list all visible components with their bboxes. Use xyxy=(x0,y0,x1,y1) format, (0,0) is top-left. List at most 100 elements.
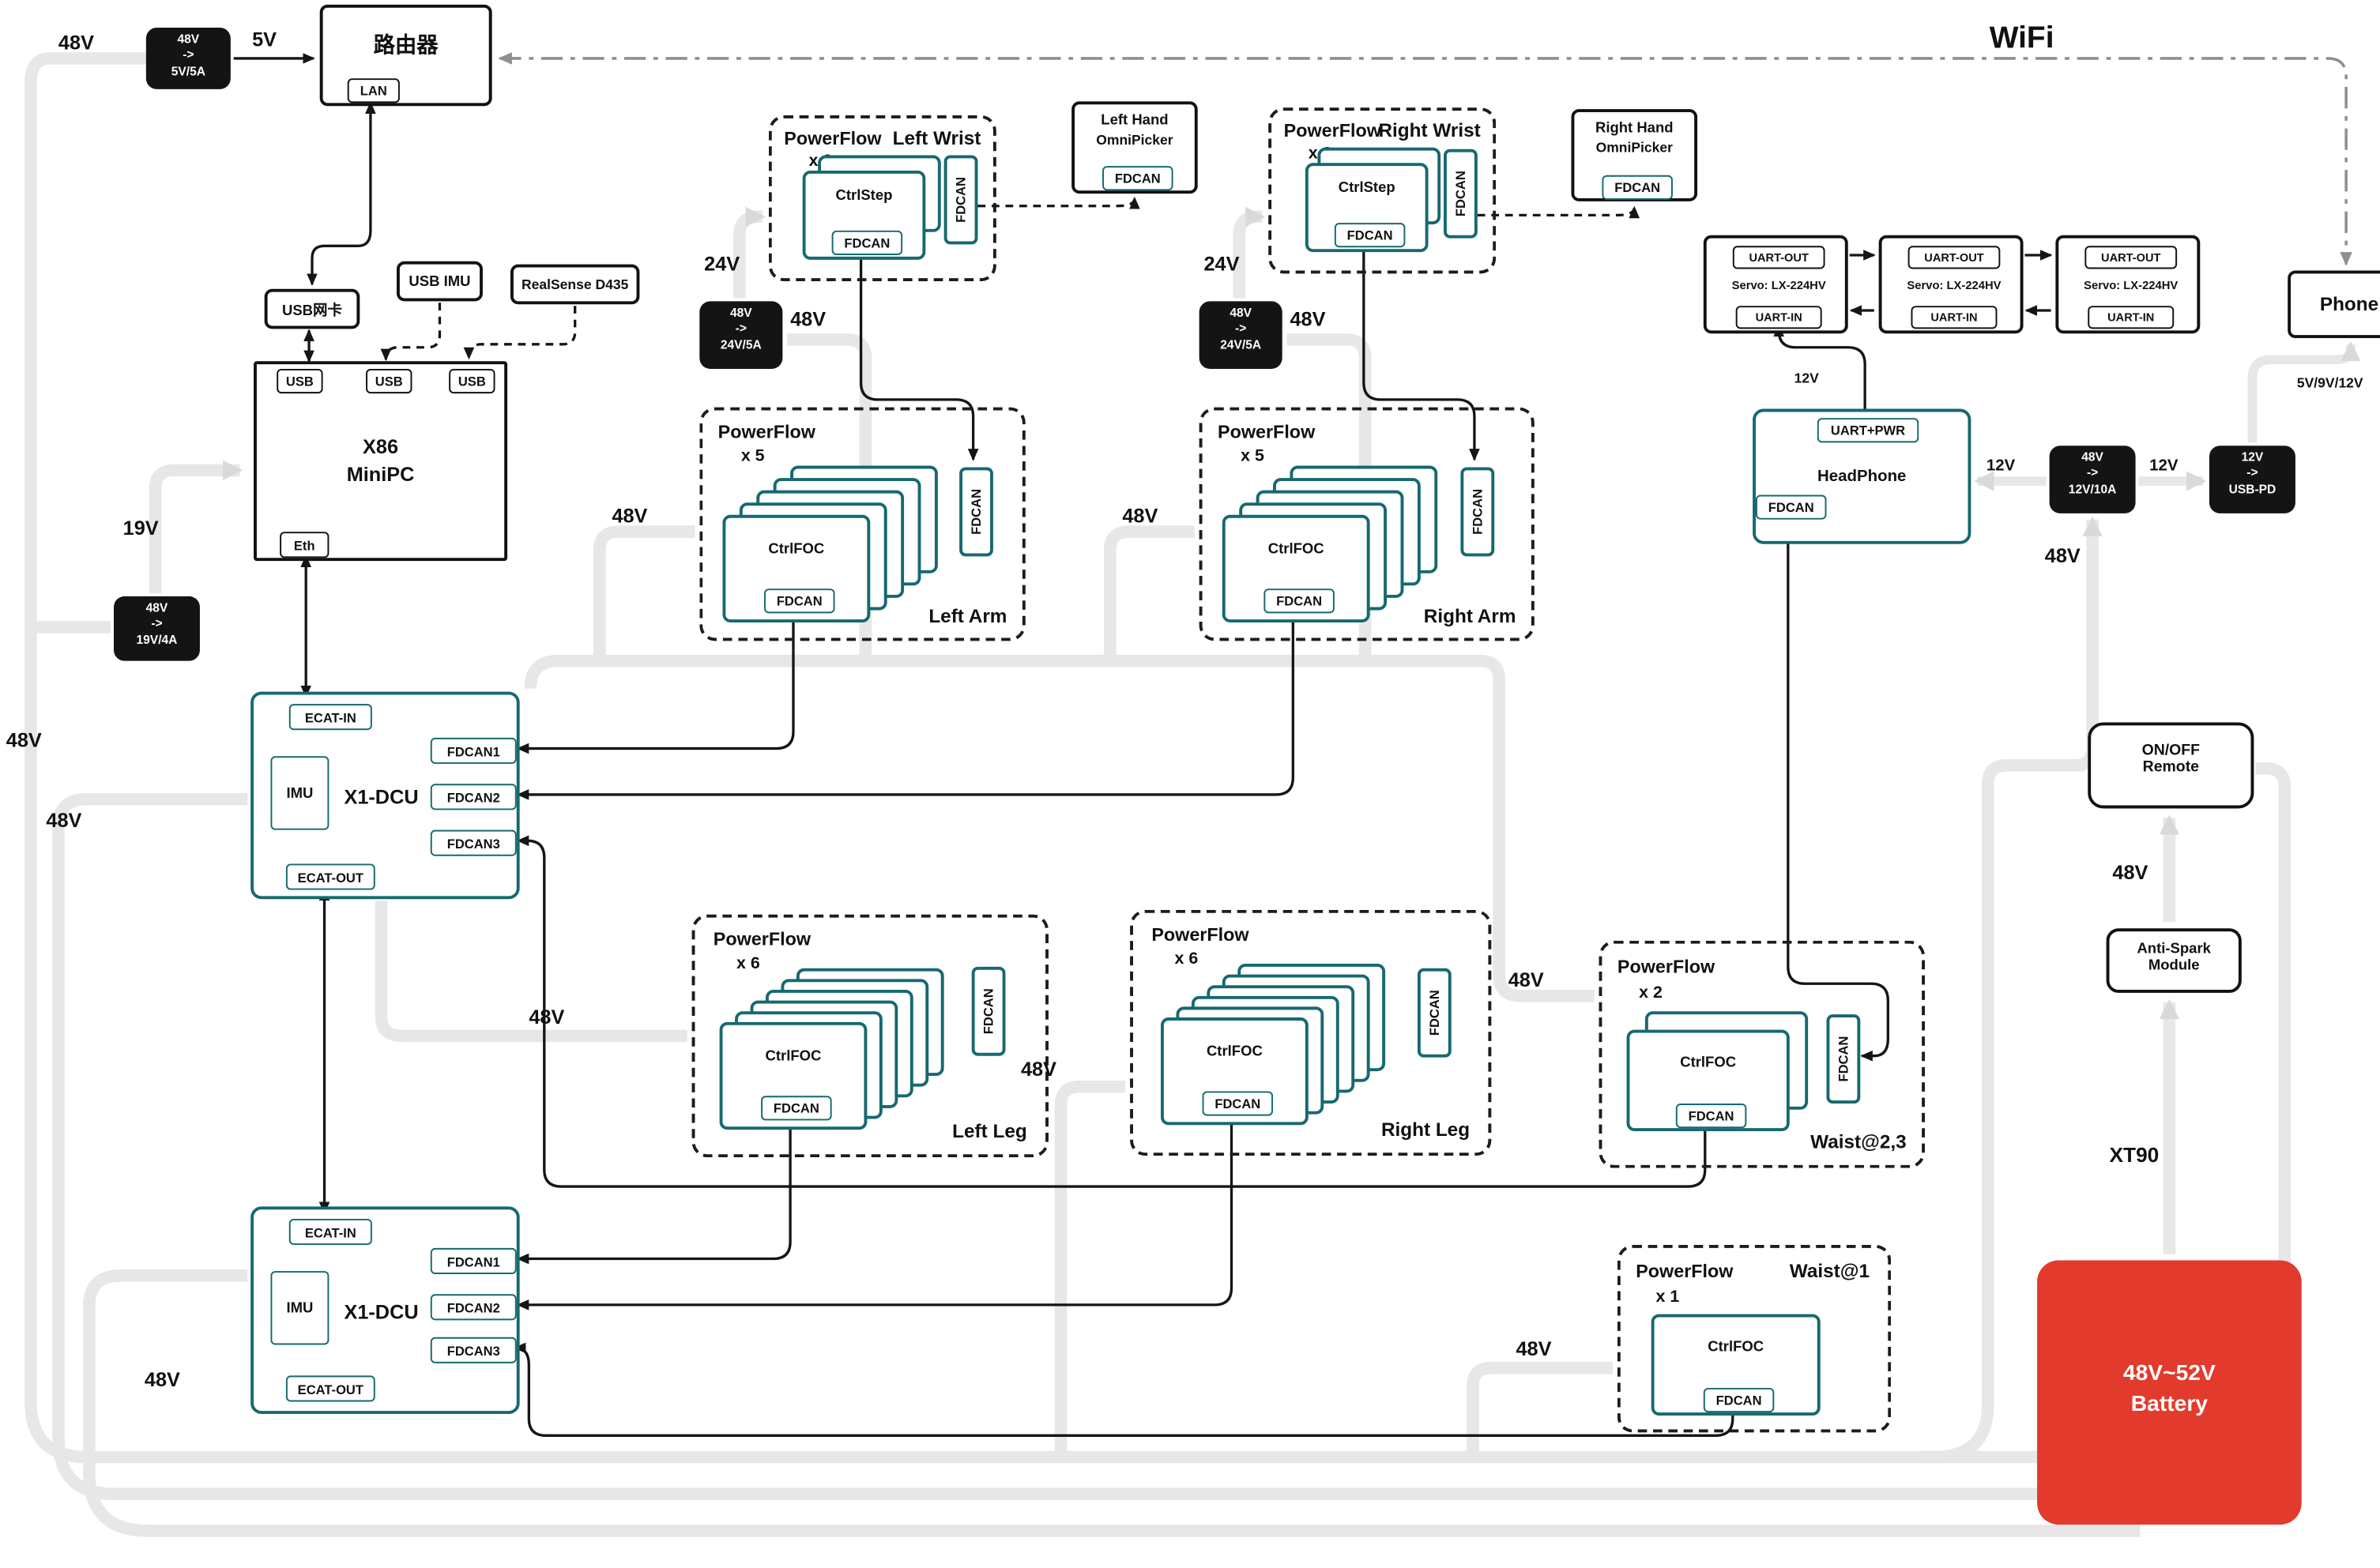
servo-label: Servo: LX-224HV xyxy=(1731,278,1826,292)
fdcan-port: FDCAN xyxy=(1102,166,1173,191)
fdcan-line xyxy=(513,1342,1734,1437)
voltage-label: 48V xyxy=(612,504,648,528)
fdcan-line xyxy=(516,1111,1233,1310)
fdcan-port: FDCAN xyxy=(764,588,835,614)
fdcan1-port: FDCAN1 xyxy=(430,1247,517,1274)
x1-dcu-upper-box: ECAT-IN IMU X1-DCU FDCAN1 FDCAN2 FDCAN3 … xyxy=(250,691,520,900)
left-leg-cluster: PowerFlow x 6 Left Leg CtrlFOC FDCAN FDC… xyxy=(691,914,1049,1158)
usb-port-1: USB xyxy=(277,368,323,394)
ecat-out-port: ECAT-OUT xyxy=(285,863,375,890)
uart-pwr-port: UART+PWR xyxy=(1817,418,1919,443)
uart-in-port: UART-IN xyxy=(1911,306,1998,329)
voltage-label: 48V xyxy=(1020,1057,1056,1081)
cluster-title: PowerFlow xyxy=(1636,1260,1734,1282)
signal-line xyxy=(307,101,376,286)
ctrlfoc-card: CtrlFOC FDCAN xyxy=(1626,1029,1790,1132)
servo-box-3: UART-OUT Servo: LX-224HV UART-IN xyxy=(2055,235,2201,334)
fdcan-port: FDCAN xyxy=(1703,1387,1775,1413)
cluster-name: Right Wrist xyxy=(1378,119,1481,142)
hand-label: Right Hand xyxy=(1595,119,1674,137)
fdcan3-port: FDCAN3 xyxy=(430,829,517,856)
cluster-name: Right Arm xyxy=(1423,605,1516,627)
ecat-in-port: ECAT-IN xyxy=(288,1218,372,1246)
fdcan2-port: FDCAN2 xyxy=(430,784,517,810)
cluster-title: PowerFlow xyxy=(1217,421,1316,443)
hand-sublabel: OmniPicker xyxy=(1096,132,1173,148)
fdcan-port: FDCAN xyxy=(1202,1091,1274,1116)
router-box: 路由器 LAN xyxy=(319,4,492,107)
power-line xyxy=(1233,206,1266,299)
servo-label: Servo: LX-224HV xyxy=(1907,278,2002,292)
voltage-label: 12V xyxy=(1794,370,1819,386)
servo-label: Servo: LX-224HV xyxy=(2084,278,2179,292)
eth-port: Eth xyxy=(280,532,330,558)
battery-label-line1: 48V~52V xyxy=(2122,1361,2216,1387)
wifi-link xyxy=(498,52,2352,266)
fdcan-tab: FDCAN xyxy=(959,467,993,557)
waist1-cluster: PowerFlow x 1 Waist@1 CtrlFOC FDCAN xyxy=(1617,1245,1892,1433)
battery-box: 48V~52V Battery xyxy=(2037,1260,2302,1525)
lan-port: LAN xyxy=(347,78,400,103)
wifi-label: WiFi xyxy=(1989,21,2054,56)
power-line xyxy=(733,206,766,299)
fdcan-line xyxy=(516,835,1707,1188)
cluster-name: Left Leg xyxy=(952,1120,1027,1142)
remote-label-line1: ON/OFF xyxy=(2141,742,2201,760)
ctrlstep-card: CtrlStep FDCAN xyxy=(1305,163,1429,253)
voltage-label: 48V xyxy=(6,728,42,752)
connector-label: XT90 xyxy=(2109,1143,2160,1167)
converter-12v-usbpd: 12V -> USB-PD xyxy=(2209,446,2295,513)
fdcan-tab: FDCAN xyxy=(1460,467,1495,557)
voltage-label: 12V xyxy=(1986,456,2016,476)
power-line xyxy=(593,525,695,661)
fdcan-tab: FDCAN xyxy=(1826,1014,1861,1104)
ctrlfoc-label: CtrlFOC xyxy=(1680,1054,1737,1072)
cluster-count: x 5 xyxy=(740,447,765,466)
cluster-title: PowerFlow xyxy=(717,421,815,443)
dcu-title: X1-DCU xyxy=(344,1300,419,1324)
cluster-name: Left Arm xyxy=(928,605,1007,627)
fdcan-line xyxy=(516,608,1294,800)
uart-line xyxy=(1773,324,1866,412)
imu-box: IMU xyxy=(270,1271,330,1345)
fdcan-port: FDCAN xyxy=(1334,223,1406,248)
usb-net-adapter-box: USB网卡 xyxy=(264,288,360,329)
uart-out-port: UART-OUT xyxy=(2084,246,2178,269)
voltage-label: 48V xyxy=(144,1367,180,1391)
fdcan-line xyxy=(516,608,795,754)
voltage-label: 48V xyxy=(46,808,82,832)
ctrlfoc-card: CtrlFOC FDCAN xyxy=(1222,514,1370,623)
voltage-label: 24V xyxy=(704,252,740,276)
voltage-label: 48V xyxy=(529,1005,565,1028)
left-arm-cluster: PowerFlow x 5 Left Arm CtrlFOC FDCAN FDC… xyxy=(699,407,1026,641)
power-line xyxy=(524,654,1595,1002)
usb-port-2: USB xyxy=(366,368,412,394)
fdcan1-port: FDCAN1 xyxy=(430,737,517,765)
power-line xyxy=(149,460,243,594)
imu-box: IMU xyxy=(270,756,330,830)
voltage-label: 48V xyxy=(2044,543,2081,567)
cluster-count: x 6 xyxy=(1174,949,1199,968)
fdcan-port: FDCAN xyxy=(761,1096,832,1121)
power-line xyxy=(1104,525,1195,661)
fdcan-port: FDCAN xyxy=(1263,588,1335,614)
voltage-label: 48V xyxy=(1290,307,1326,331)
fdcan-port: FDCAN xyxy=(1755,494,1827,520)
fdcan-port: FDCAN xyxy=(1602,175,1673,200)
voltage-label: 5V xyxy=(252,28,277,51)
voltage-label: 5V/9V/12V xyxy=(2296,374,2363,391)
antispark-label-line1: Anti-Spark xyxy=(2137,940,2211,958)
onoff-remote-box: ON/OFF Remote xyxy=(2088,722,2254,809)
minipc-title-line1: X86 xyxy=(363,434,399,458)
servo-box-1: UART-OUT Servo: LX-224HV UART-IN xyxy=(1703,235,1848,334)
converter-48v-19v: 48V -> 19V/4A xyxy=(113,596,200,661)
ctrlstep-label: CtrlStep xyxy=(1338,179,1395,197)
fdcan-tab: FDCAN xyxy=(1417,968,1452,1058)
cluster-title: PowerFlow xyxy=(1151,923,1249,946)
ctrlfoc-card: CtrlFOC FDCAN xyxy=(1161,1017,1309,1126)
converter-48v-24v-left: 48V -> 24V/5A xyxy=(699,301,783,369)
fdcan-line xyxy=(516,1115,792,1265)
cluster-name: Waist@2,3 xyxy=(1810,1131,1907,1153)
